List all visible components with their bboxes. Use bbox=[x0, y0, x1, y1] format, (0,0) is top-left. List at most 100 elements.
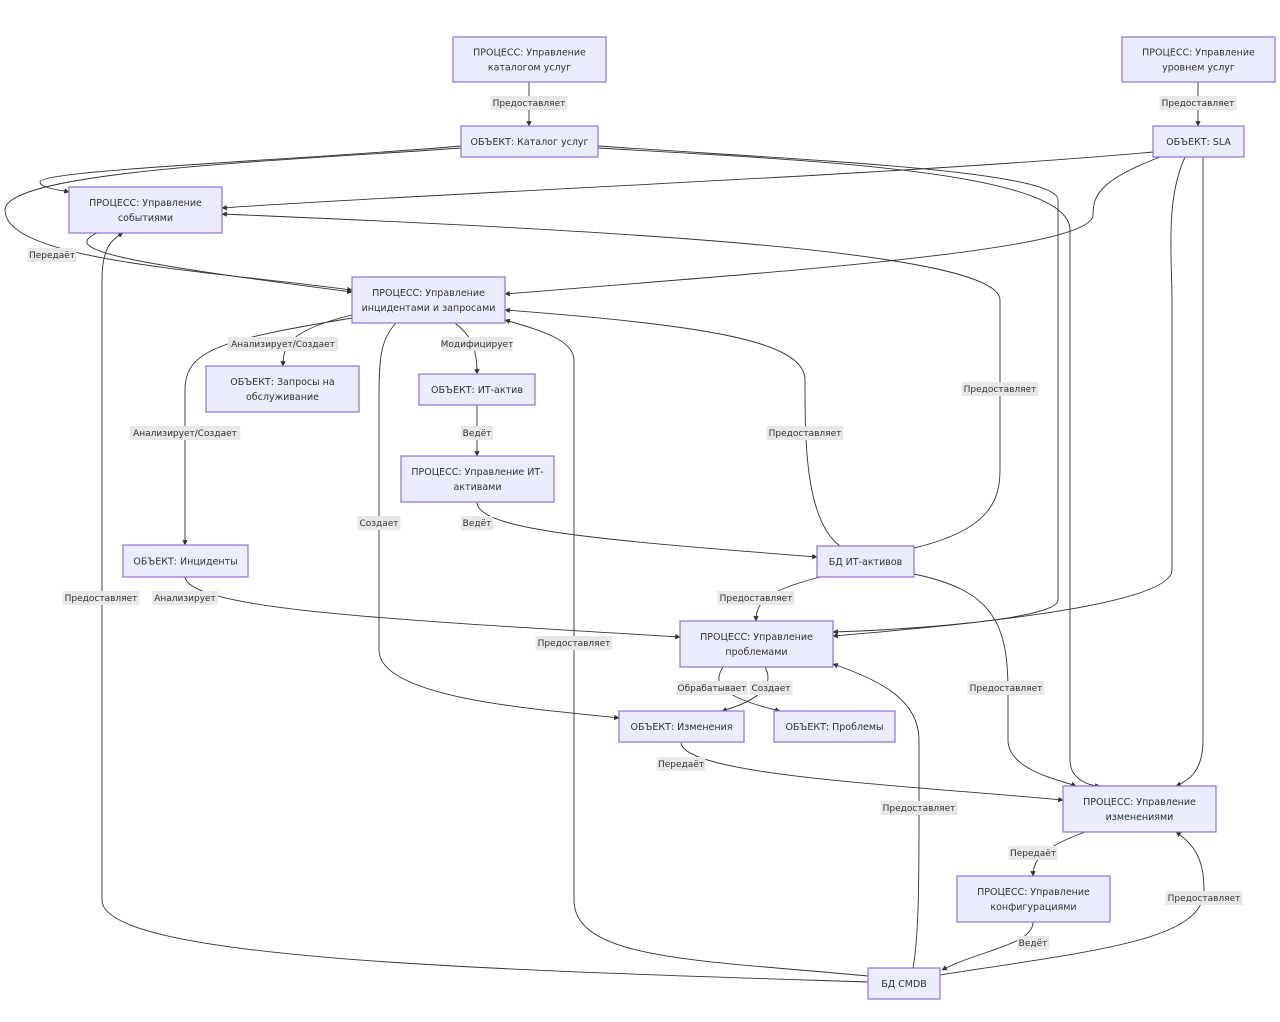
edge-label: Обрабатывает bbox=[676, 681, 748, 695]
node-box bbox=[679, 620, 834, 668]
node-changes-proc[interactable]: ПРОЦЕСС: Управление изменениями bbox=[1062, 785, 1217, 833]
svg-text:Предоставляет: Предоставляет bbox=[883, 804, 956, 814]
node-assets-proc[interactable]: ПРОЦЕСС: Управление ИТ-активами bbox=[400, 455, 555, 503]
edge-label: Ведёт bbox=[461, 426, 493, 440]
node-label: обслуживание bbox=[246, 392, 319, 403]
node-problems-obj[interactable]: ОБЪЕКТ: Проблемы bbox=[773, 710, 896, 743]
svg-text:Предоставляет: Предоставляет bbox=[65, 594, 138, 604]
edge-label: Ведёт bbox=[461, 516, 493, 530]
edge-label: Анализирует/Создает bbox=[227, 337, 339, 351]
node-label: ПРОЦЕСС: Управление bbox=[1142, 48, 1255, 59]
edge-label: Предоставляет bbox=[961, 382, 1039, 396]
edge-label: Предоставляет bbox=[490, 96, 568, 110]
svg-text:Ведёт: Ведёт bbox=[1019, 939, 1048, 949]
edge-label: Предоставляет bbox=[1159, 96, 1237, 110]
node-label: активами bbox=[453, 482, 501, 493]
svg-text:Предоставляет: Предоставляет bbox=[493, 99, 566, 109]
edge-label: Передаёт bbox=[27, 248, 77, 262]
node-box bbox=[460, 125, 599, 158]
svg-text:Предоставляет: Предоставляет bbox=[720, 594, 793, 604]
node-label: ОБЪЕКТ: Проблемы bbox=[785, 722, 883, 733]
edge-label: Предоставляет bbox=[967, 681, 1045, 695]
svg-text:Передаёт: Передаёт bbox=[1010, 849, 1056, 859]
node-label: БД ИТ-активов bbox=[829, 557, 903, 568]
svg-text:Предоставляет: Предоставляет bbox=[538, 639, 611, 649]
node-label: ПРОЦЕСС: Управление bbox=[473, 48, 586, 59]
node-label: ПРОЦЕСС: Управление bbox=[700, 632, 813, 643]
svg-text:Анализирует/Создает: Анализирует/Создает bbox=[133, 429, 237, 439]
svg-text:Создает: Создает bbox=[751, 684, 790, 694]
node-box bbox=[1121, 36, 1276, 83]
node-label: ПРОЦЕСС: Управление ИТ- bbox=[411, 467, 543, 478]
node-label: ПРОЦЕСС: Управление bbox=[1083, 797, 1196, 808]
svg-text:Предоставляет: Предоставляет bbox=[970, 684, 1043, 694]
node-asset-obj[interactable]: ОБЪЕКТ: ИТ-актив bbox=[418, 373, 536, 406]
node-label: конфигурациями bbox=[990, 902, 1076, 913]
edge-label: Предоставляет bbox=[717, 591, 795, 605]
node-catalog-proc[interactable]: ПРОЦЕСС: Управление каталогом услуг bbox=[452, 36, 607, 83]
node-label: ОБЪЕКТ: SLA bbox=[1166, 137, 1231, 148]
node-box bbox=[400, 455, 555, 503]
edge-label: Предоставляет bbox=[880, 801, 958, 815]
edge-label: Модифицирует bbox=[441, 337, 514, 351]
edge-label: Анализирует bbox=[152, 591, 218, 605]
node-box bbox=[773, 710, 896, 743]
svg-text:Модифицирует: Модифицирует bbox=[441, 340, 514, 350]
node-box bbox=[816, 545, 915, 578]
node-box bbox=[867, 967, 941, 1000]
node-sla-obj[interactable]: ОБЪЕКТ: SLA bbox=[1152, 125, 1245, 158]
node-cmdb[interactable]: БД CMDB bbox=[867, 967, 941, 1000]
node-label: каталогом услуг bbox=[488, 63, 571, 74]
svg-text:Предоставляет: Предоставляет bbox=[1162, 99, 1235, 109]
node-label: ПРОЦЕСС: Управление bbox=[977, 887, 1090, 898]
node-box bbox=[418, 373, 536, 406]
node-sla-proc[interactable]: ПРОЦЕСС: Управление уровнем услуг bbox=[1121, 36, 1276, 83]
node-label: ОБЪЕКТ: Изменения bbox=[631, 722, 733, 733]
edge-label: Анализирует/Создает bbox=[129, 426, 241, 440]
edge-label: Создает bbox=[749, 681, 793, 695]
svg-text:Предоставляет: Предоставляет bbox=[964, 385, 1037, 395]
svg-text:Передаёт: Передаёт bbox=[658, 760, 704, 770]
svg-text:Предоставляет: Предоставляет bbox=[1168, 894, 1241, 904]
edge-label: Предоставляет bbox=[1165, 891, 1243, 905]
svg-text:Передаёт: Передаёт bbox=[29, 251, 75, 261]
node-incidents-obj[interactable]: ОБЪЕКТ: Инциденты bbox=[122, 544, 249, 578]
node-problems-proc[interactable]: ПРОЦЕСС: Управление проблемами bbox=[679, 620, 834, 668]
node-label: ОБЪЕКТ: ИТ-актив bbox=[431, 385, 523, 396]
node-label: ОБЪЕКТ: Каталог услуг bbox=[470, 137, 588, 148]
node-label: ПРОЦЕСС: Управление bbox=[372, 288, 485, 299]
node-box bbox=[1152, 125, 1245, 158]
edge-label: Создает bbox=[357, 516, 401, 530]
node-box bbox=[956, 875, 1111, 923]
node-changes-obj[interactable]: ОБЪЕКТ: Изменения bbox=[618, 710, 745, 743]
node-label: БД CMDB bbox=[881, 979, 927, 990]
node-box bbox=[351, 276, 506, 324]
svg-text:Ведёт: Ведёт bbox=[463, 519, 492, 529]
node-box bbox=[452, 36, 607, 83]
node-assets-db[interactable]: БД ИТ-активов bbox=[816, 545, 915, 578]
node-label: проблемами bbox=[725, 647, 787, 658]
edge-label: Предоставляет bbox=[766, 426, 844, 440]
node-box bbox=[122, 544, 249, 578]
node-config-proc[interactable]: ПРОЦЕСС: Управление конфигурациями bbox=[956, 875, 1111, 923]
edge-label: Предоставляет bbox=[535, 636, 613, 650]
edge-label: Передаёт bbox=[1008, 846, 1058, 860]
node-box bbox=[618, 710, 745, 743]
edge-label: Передаёт bbox=[656, 757, 706, 771]
svg-text:Анализирует/Создает: Анализирует/Создает bbox=[231, 340, 335, 350]
edge-label: Предоставляет bbox=[62, 591, 140, 605]
node-label: событиями bbox=[118, 213, 173, 224]
edge-label: Ведёт bbox=[1017, 936, 1049, 950]
node-label: изменениями bbox=[1106, 812, 1174, 823]
node-label: уровнем услуг bbox=[1162, 63, 1235, 74]
node-box bbox=[68, 186, 223, 234]
node-catalog-obj[interactable]: ОБЪЕКТ: Каталог услуг bbox=[460, 125, 599, 158]
svg-text:Создает: Создает bbox=[359, 519, 398, 529]
svg-text:Ведёт: Ведёт bbox=[463, 429, 492, 439]
